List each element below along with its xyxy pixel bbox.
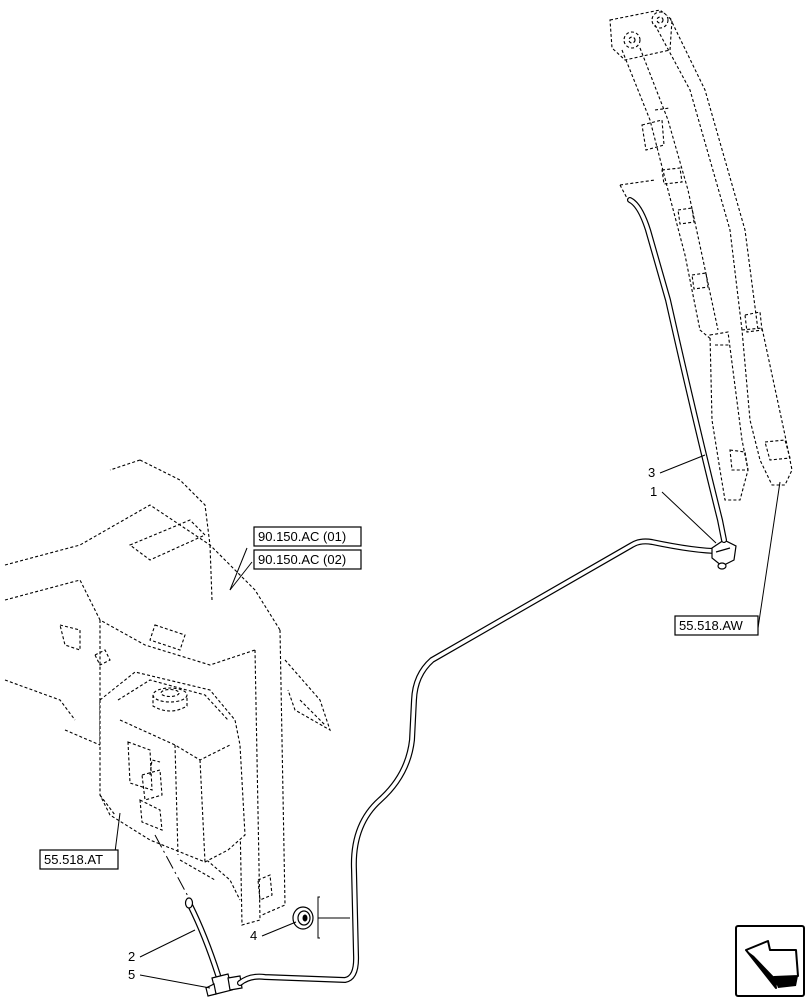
svg-text:90.150.AC (02): 90.150.AC (02) bbox=[258, 552, 346, 567]
check-valve bbox=[205, 973, 243, 997]
svg-text:55.518.AT: 55.518.AT bbox=[44, 852, 103, 867]
callout-1: 1 bbox=[650, 484, 657, 499]
wiper-assembly bbox=[609, 9, 793, 501]
washer-reservoir bbox=[99, 671, 246, 863]
ref-box-55-518-aw[interactable]: 55.518.AW bbox=[674, 615, 759, 636]
svg-text:55.518.AW: 55.518.AW bbox=[679, 618, 744, 633]
grommet bbox=[292, 906, 314, 930]
ref-box-90-150-ac-01[interactable]: 90.150.AC (01) bbox=[253, 526, 362, 547]
ref-box-55-518-at[interactable]: 55.518.AT bbox=[39, 849, 119, 870]
callout-3: 3 bbox=[648, 465, 655, 480]
arrow-left-icon[interactable] bbox=[735, 925, 805, 997]
pump-hose bbox=[184, 897, 221, 978]
ref-box-90-150-ac-02[interactable]: 90.150.AC (02) bbox=[253, 549, 362, 570]
washer-hose bbox=[237, 538, 727, 986]
svg-text:90.150.AC (01): 90.150.AC (01) bbox=[258, 529, 346, 544]
callout-2: 2 bbox=[128, 949, 135, 964]
callout-4: 4 bbox=[250, 928, 257, 943]
nozzle-connector bbox=[711, 539, 737, 570]
washer-tube bbox=[627, 197, 727, 543]
callout-5: 5 bbox=[128, 967, 135, 982]
leader-lines bbox=[114, 454, 781, 989]
